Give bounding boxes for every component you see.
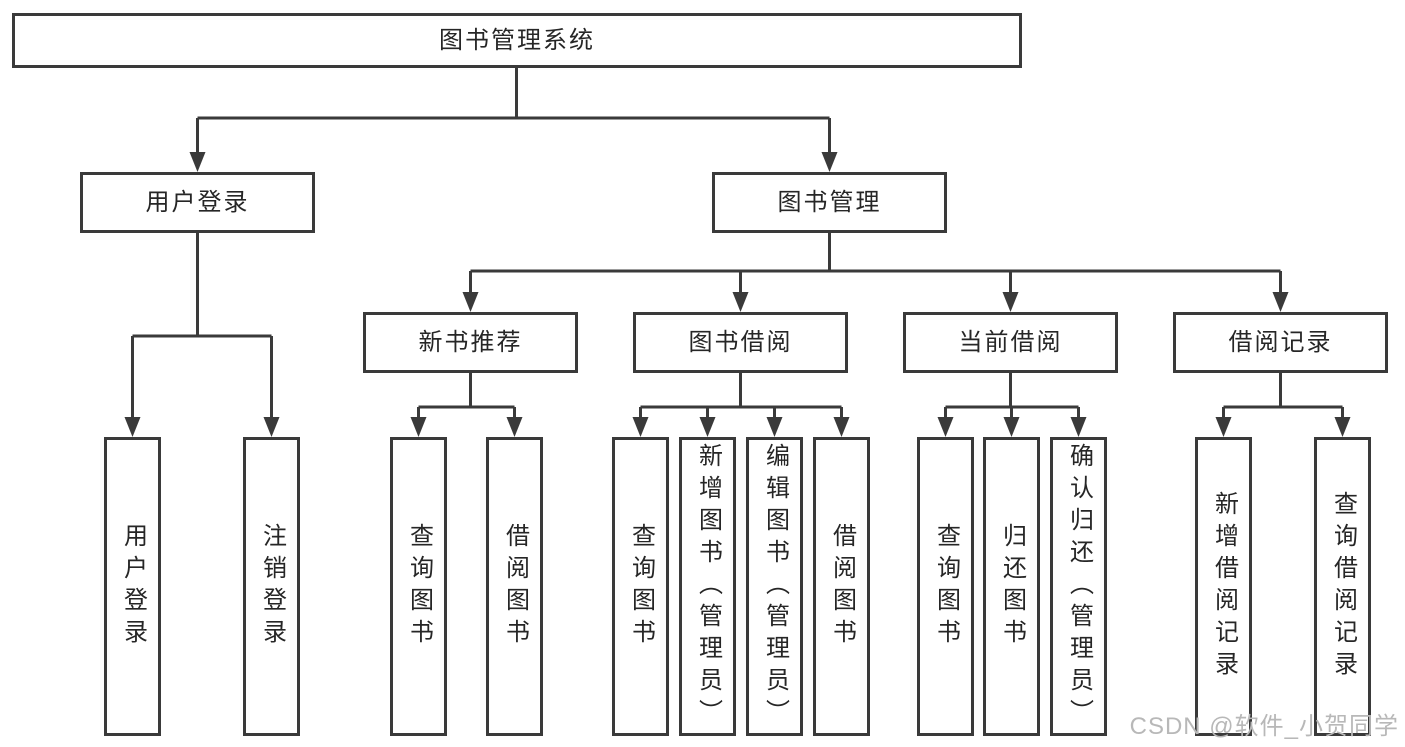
node-book-borrowing: 图书借阅 — [633, 312, 848, 373]
arrowhead — [632, 417, 649, 437]
leaf-borrow-query-books: 查询图书 — [612, 437, 669, 736]
leaf-borrow-books: 借阅图书 — [813, 437, 870, 736]
leaf-confirm-return-admin: 确认归还（管理员） — [1050, 437, 1107, 736]
arrowhead — [821, 152, 838, 172]
arrowhead — [1215, 417, 1232, 437]
node-library-management-system: 图书管理系统 — [12, 13, 1022, 68]
leaf-add-borrow-record: 新增借阅记录 — [1195, 437, 1252, 736]
leaf-current-query-books: 查询图书 — [917, 437, 974, 736]
leaf-query-borrow-record: 查询借阅记录 — [1314, 437, 1371, 736]
connector-borrow-records-to-leaves — [1215, 373, 1351, 437]
arrowhead — [766, 417, 783, 437]
node-current-borrowing: 当前借阅 — [903, 312, 1118, 373]
connector-book-mgmt-to-level3 — [462, 233, 1289, 312]
leaf-user-login: 用户登录 — [104, 437, 161, 736]
leaf-rec-query-books: 查询图书 — [390, 437, 447, 736]
arrowhead — [1334, 417, 1351, 437]
arrowhead — [732, 292, 749, 312]
leaf-return-books: 归还图书 — [983, 437, 1040, 736]
arrowhead — [833, 417, 850, 437]
connector-current-borrow-to-leaves — [937, 373, 1087, 437]
arrowhead — [263, 417, 280, 437]
arrowhead — [462, 292, 479, 312]
arrowhead — [1003, 417, 1020, 437]
arrowhead — [937, 417, 954, 437]
connector-root-to-level2 — [189, 68, 838, 172]
arrowhead — [124, 417, 141, 437]
leaf-rec-borrow-books: 借阅图书 — [486, 437, 543, 736]
arrowhead — [1002, 292, 1019, 312]
arrowhead — [506, 417, 523, 437]
arrowhead — [1272, 292, 1289, 312]
connector-user-login-to-leaves — [124, 233, 280, 437]
node-borrowing-records: 借阅记录 — [1173, 312, 1388, 373]
leaf-edit-books-admin: 编辑图书（管理员） — [746, 437, 803, 736]
leaf-add-books-admin: 新增图书（管理员） — [679, 437, 736, 736]
connector-book-borrow-to-leaves — [632, 373, 850, 437]
arrowhead — [189, 152, 206, 172]
arrowhead — [410, 417, 427, 437]
node-book-management: 图书管理 — [712, 172, 947, 233]
node-new-book-recommendation: 新书推荐 — [363, 312, 578, 373]
connector-new-book-rec-to-leaves — [410, 373, 523, 437]
node-user-login: 用户登录 — [80, 172, 315, 233]
arrowhead — [699, 417, 716, 437]
leaf-logout: 注销登录 — [243, 437, 300, 736]
arrowhead — [1070, 417, 1087, 437]
